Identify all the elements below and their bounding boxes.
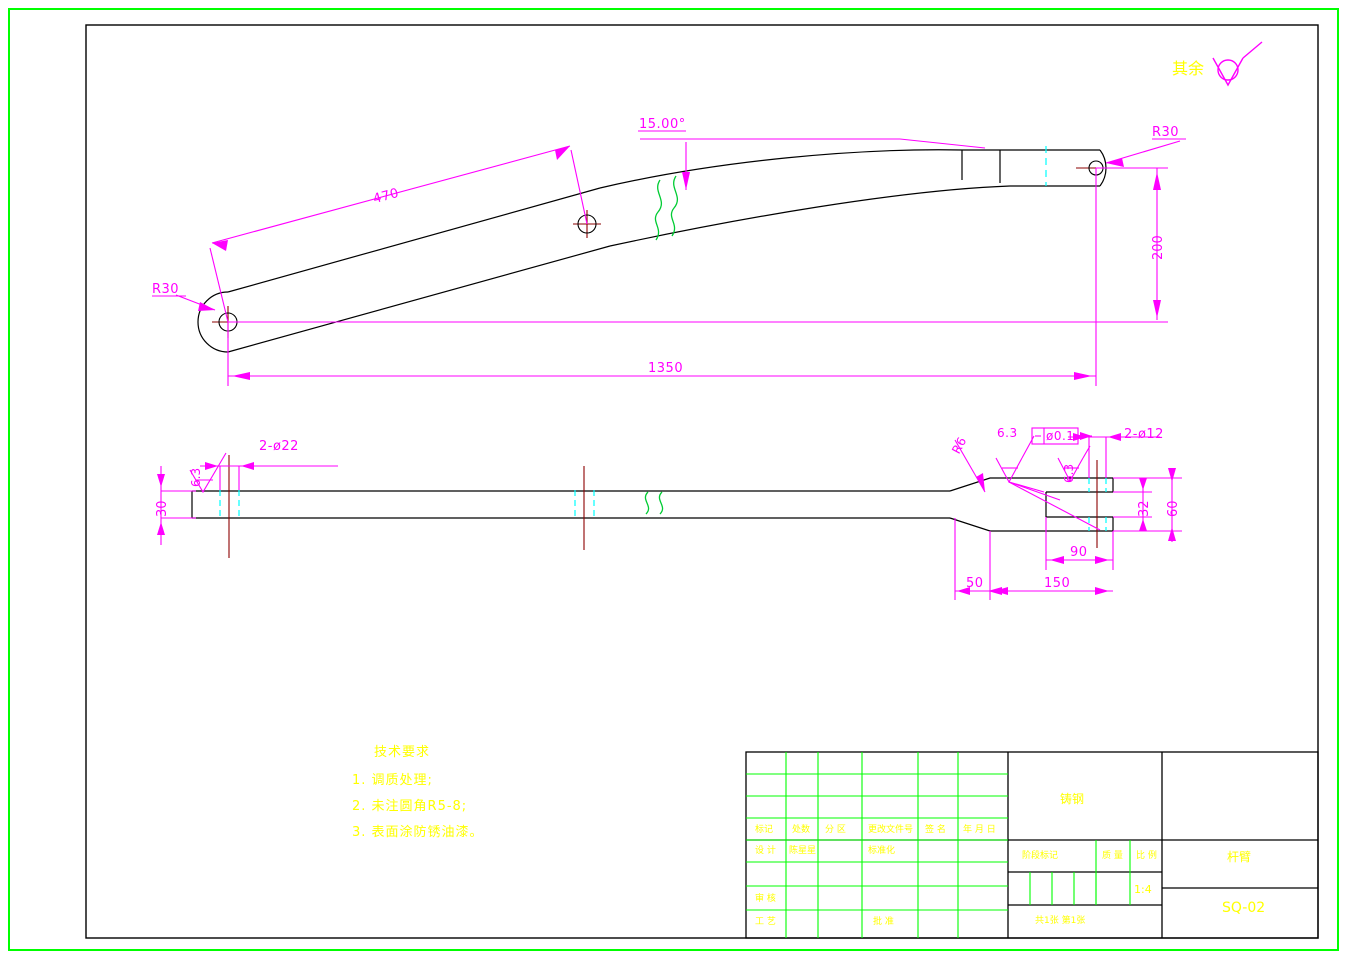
general-roughness-symbol	[1212, 41, 1263, 87]
titleblock-role-process: 工 艺	[755, 917, 776, 927]
titleblock-stage-mark: 阶段标记	[1022, 851, 1059, 861]
top-view-hole-circles	[218, 160, 1104, 332]
titleblock-sheets: 共1张 第1张	[1035, 916, 1086, 926]
dim-roughness-inner: 6.3	[1062, 463, 1076, 483]
dim-radius-right: R30	[1152, 125, 1180, 140]
side-view-center-marks	[228, 455, 1098, 558]
titleblock-part-name: 杆臂	[1227, 850, 1252, 864]
side-view-dimension-lines	[157, 427, 1182, 600]
technical-requirement-item-1: 1. 调质处理;	[352, 773, 433, 788]
titleblock-role-standardization: 标准化	[868, 846, 896, 856]
titleblock-scale-value: 1:4	[1134, 883, 1152, 896]
side-view-outline	[191, 477, 1114, 532]
sheet-inner-frame	[85, 24, 1319, 939]
top-view-center-marks	[212, 167, 1104, 338]
dim-length-50: 50	[966, 576, 984, 591]
titleblock-rev-header-docno: 更改文件号	[868, 825, 914, 835]
technical-requirements-title: 技术要求	[374, 745, 431, 760]
dim-radius-left: R30	[152, 282, 180, 297]
title-block-grid	[746, 752, 1131, 938]
dim-roughness-top: 6.3	[997, 426, 1018, 440]
dim-height-60: 60	[1166, 500, 1181, 517]
titleblock-rev-header-date: 年 月 日	[963, 825, 996, 835]
titleblock-mass: 质 量	[1102, 851, 1123, 861]
titleblock-rev-header-count: 处数	[792, 825, 811, 835]
top-view-break-line	[654, 175, 679, 241]
dim-holes-right: 2-ø12	[1124, 427, 1164, 442]
dim-length-90: 90	[1070, 545, 1088, 560]
titleblock-role-design: 设 计	[755, 846, 776, 856]
title-block-frame	[745, 751, 1319, 939]
top-view-dimension-lines	[152, 130, 1186, 386]
titleblock-rev-header-zone: 分 区	[825, 825, 846, 835]
technical-requirement-item-3: 3. 表面涂防锈油漆。	[352, 825, 484, 840]
dim-angle-15: 15.00°	[639, 117, 686, 132]
sheet-outer-border	[8, 8, 1339, 951]
titleblock-role-approval: 批 准	[873, 917, 894, 927]
dim-thickness-30: 30	[155, 500, 170, 517]
titleblock-designer-name: 陈星星	[789, 846, 817, 856]
titleblock-role-review: 审 核	[755, 894, 776, 904]
dim-tolerance-value: ø0.1	[1046, 429, 1075, 443]
side-view-break-line	[644, 491, 664, 515]
general-roughness-label: 其余	[1172, 59, 1205, 78]
titleblock-scale-label: 比 例	[1136, 851, 1157, 861]
titleblock-part-number: SQ-02	[1222, 900, 1266, 916]
side-view-hidden-lines	[219, 478, 1107, 531]
titleblock-rev-header-mark: 标记	[755, 825, 774, 835]
dim-roughness-left: 6.3	[189, 467, 203, 487]
dim-height-32: 32	[1137, 500, 1152, 517]
technical-requirement-item-2: 2. 未注圆角R5-8;	[352, 799, 468, 814]
dim-height-200: 200	[1151, 235, 1166, 260]
dim-length-150: 150	[1044, 576, 1071, 591]
dim-length-1350: 1350	[648, 361, 684, 376]
titleblock-material: 铸钢	[1060, 792, 1085, 806]
titleblock-rev-header-sign: 签 名	[925, 825, 946, 835]
dim-holes-left: 2-ø22	[259, 439, 299, 454]
